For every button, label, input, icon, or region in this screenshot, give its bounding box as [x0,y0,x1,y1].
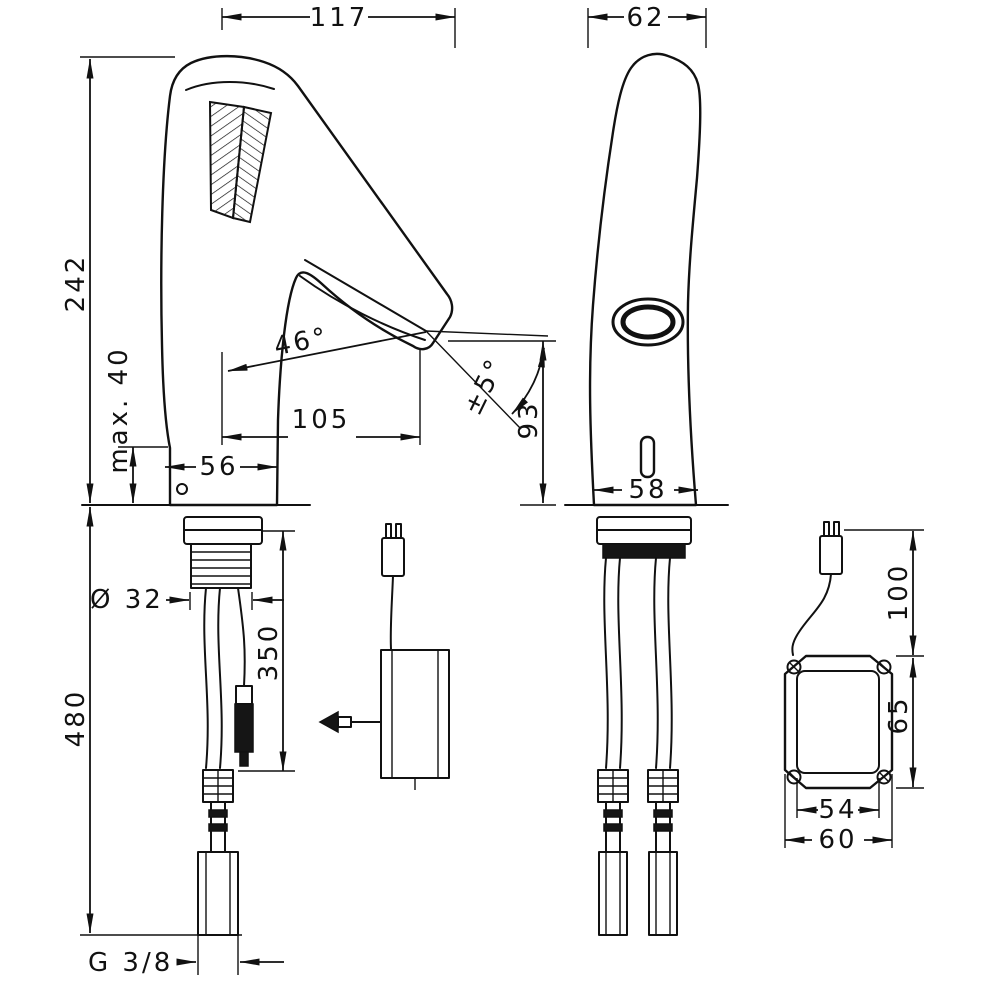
battery-plug-body [381,537,405,577]
sensor-window-outer [611,297,685,347]
dim-text-62: 62 [626,3,665,33]
control-box-inner [796,670,880,774]
control-box-outline [783,654,894,790]
dim-text-480: 480 [61,689,91,748]
side-thread-band [602,543,686,559]
screw-icon [876,769,892,785]
battery-cable [389,575,394,650]
side-cylinder-right [648,851,678,936]
extension-lines-control [784,529,924,848]
dim-text-65: 65 [884,695,914,734]
front-view [160,54,454,507]
front-cylinder-lines [205,852,231,935]
screw-slots [789,662,889,782]
dim-text-60: 60 [818,825,857,855]
dim-text-58: 58 [628,475,667,505]
side-cylinder-left [598,851,628,936]
front-cable-connector [235,685,253,705]
spray-fan-lines [425,330,549,430]
battery-pack [318,523,450,790]
front-faucet-outline [160,54,454,507]
dim-text-100: 100 [884,563,914,622]
dim-text-56: 56 [199,452,238,482]
front-stem-bands [208,809,228,832]
front-cable [237,587,246,687]
dim-text-g38: G 3/8 [88,948,173,978]
control-plug-body [819,535,843,575]
dim-text-350: 350 [254,623,284,682]
battery-plug-pins [385,523,402,539]
extension-lines-front [80,8,556,975]
side-faucet-outline [588,52,702,507]
side-cylinder-lines [605,852,671,935]
spray-axis-line [304,259,427,332]
indicator-dot [176,483,188,495]
battery-housing [380,649,450,779]
side-slot [639,435,656,479]
control-plug-pins [823,521,840,537]
dim-text-46: 46° [272,322,332,362]
dim-text-max40: max. 40 [104,346,134,473]
dimensions: 117 62 242 max. 40 480 Ø 32 56 105 46° ± [61,3,924,978]
dim-text-93: 93 [514,400,544,439]
screw-icon [876,659,892,675]
screw-icon [786,769,802,785]
control-unit [783,521,894,790]
control-cable [791,573,832,656]
dim-text-117: 117 [310,3,369,33]
front-cable-plug [234,703,254,753]
front-hoses [203,587,223,769]
dim-text-242: 242 [61,254,91,313]
front-cable-plug-tip [239,751,249,767]
dim-text-105: 105 [292,405,351,435]
front-shank-threads [191,551,251,585]
spout-channel-hatch-right [231,105,273,224]
side-coupling-ribs [598,770,678,802]
control-box-screws [786,659,892,785]
front-below-deck [183,516,263,936]
sensor-window-inner [620,304,676,340]
dim-text-32: Ø 32 [90,585,164,615]
dim-text-54: 54 [818,795,857,825]
battery-housing-lines [391,650,439,790]
front-coupling-ribs [203,770,233,802]
side-stem-bands [603,809,673,832]
spout-rim-line [185,81,275,91]
battery-connector-arrow-icon [318,710,339,734]
front-shank [190,543,252,589]
side-view [588,52,702,507]
dim-line-46 [227,331,427,372]
side-hoses [603,557,673,769]
front-connector-cylinder [197,851,239,936]
screw-icon [786,659,802,675]
side-below-deck [596,516,692,936]
battery-connector-body [337,716,352,728]
